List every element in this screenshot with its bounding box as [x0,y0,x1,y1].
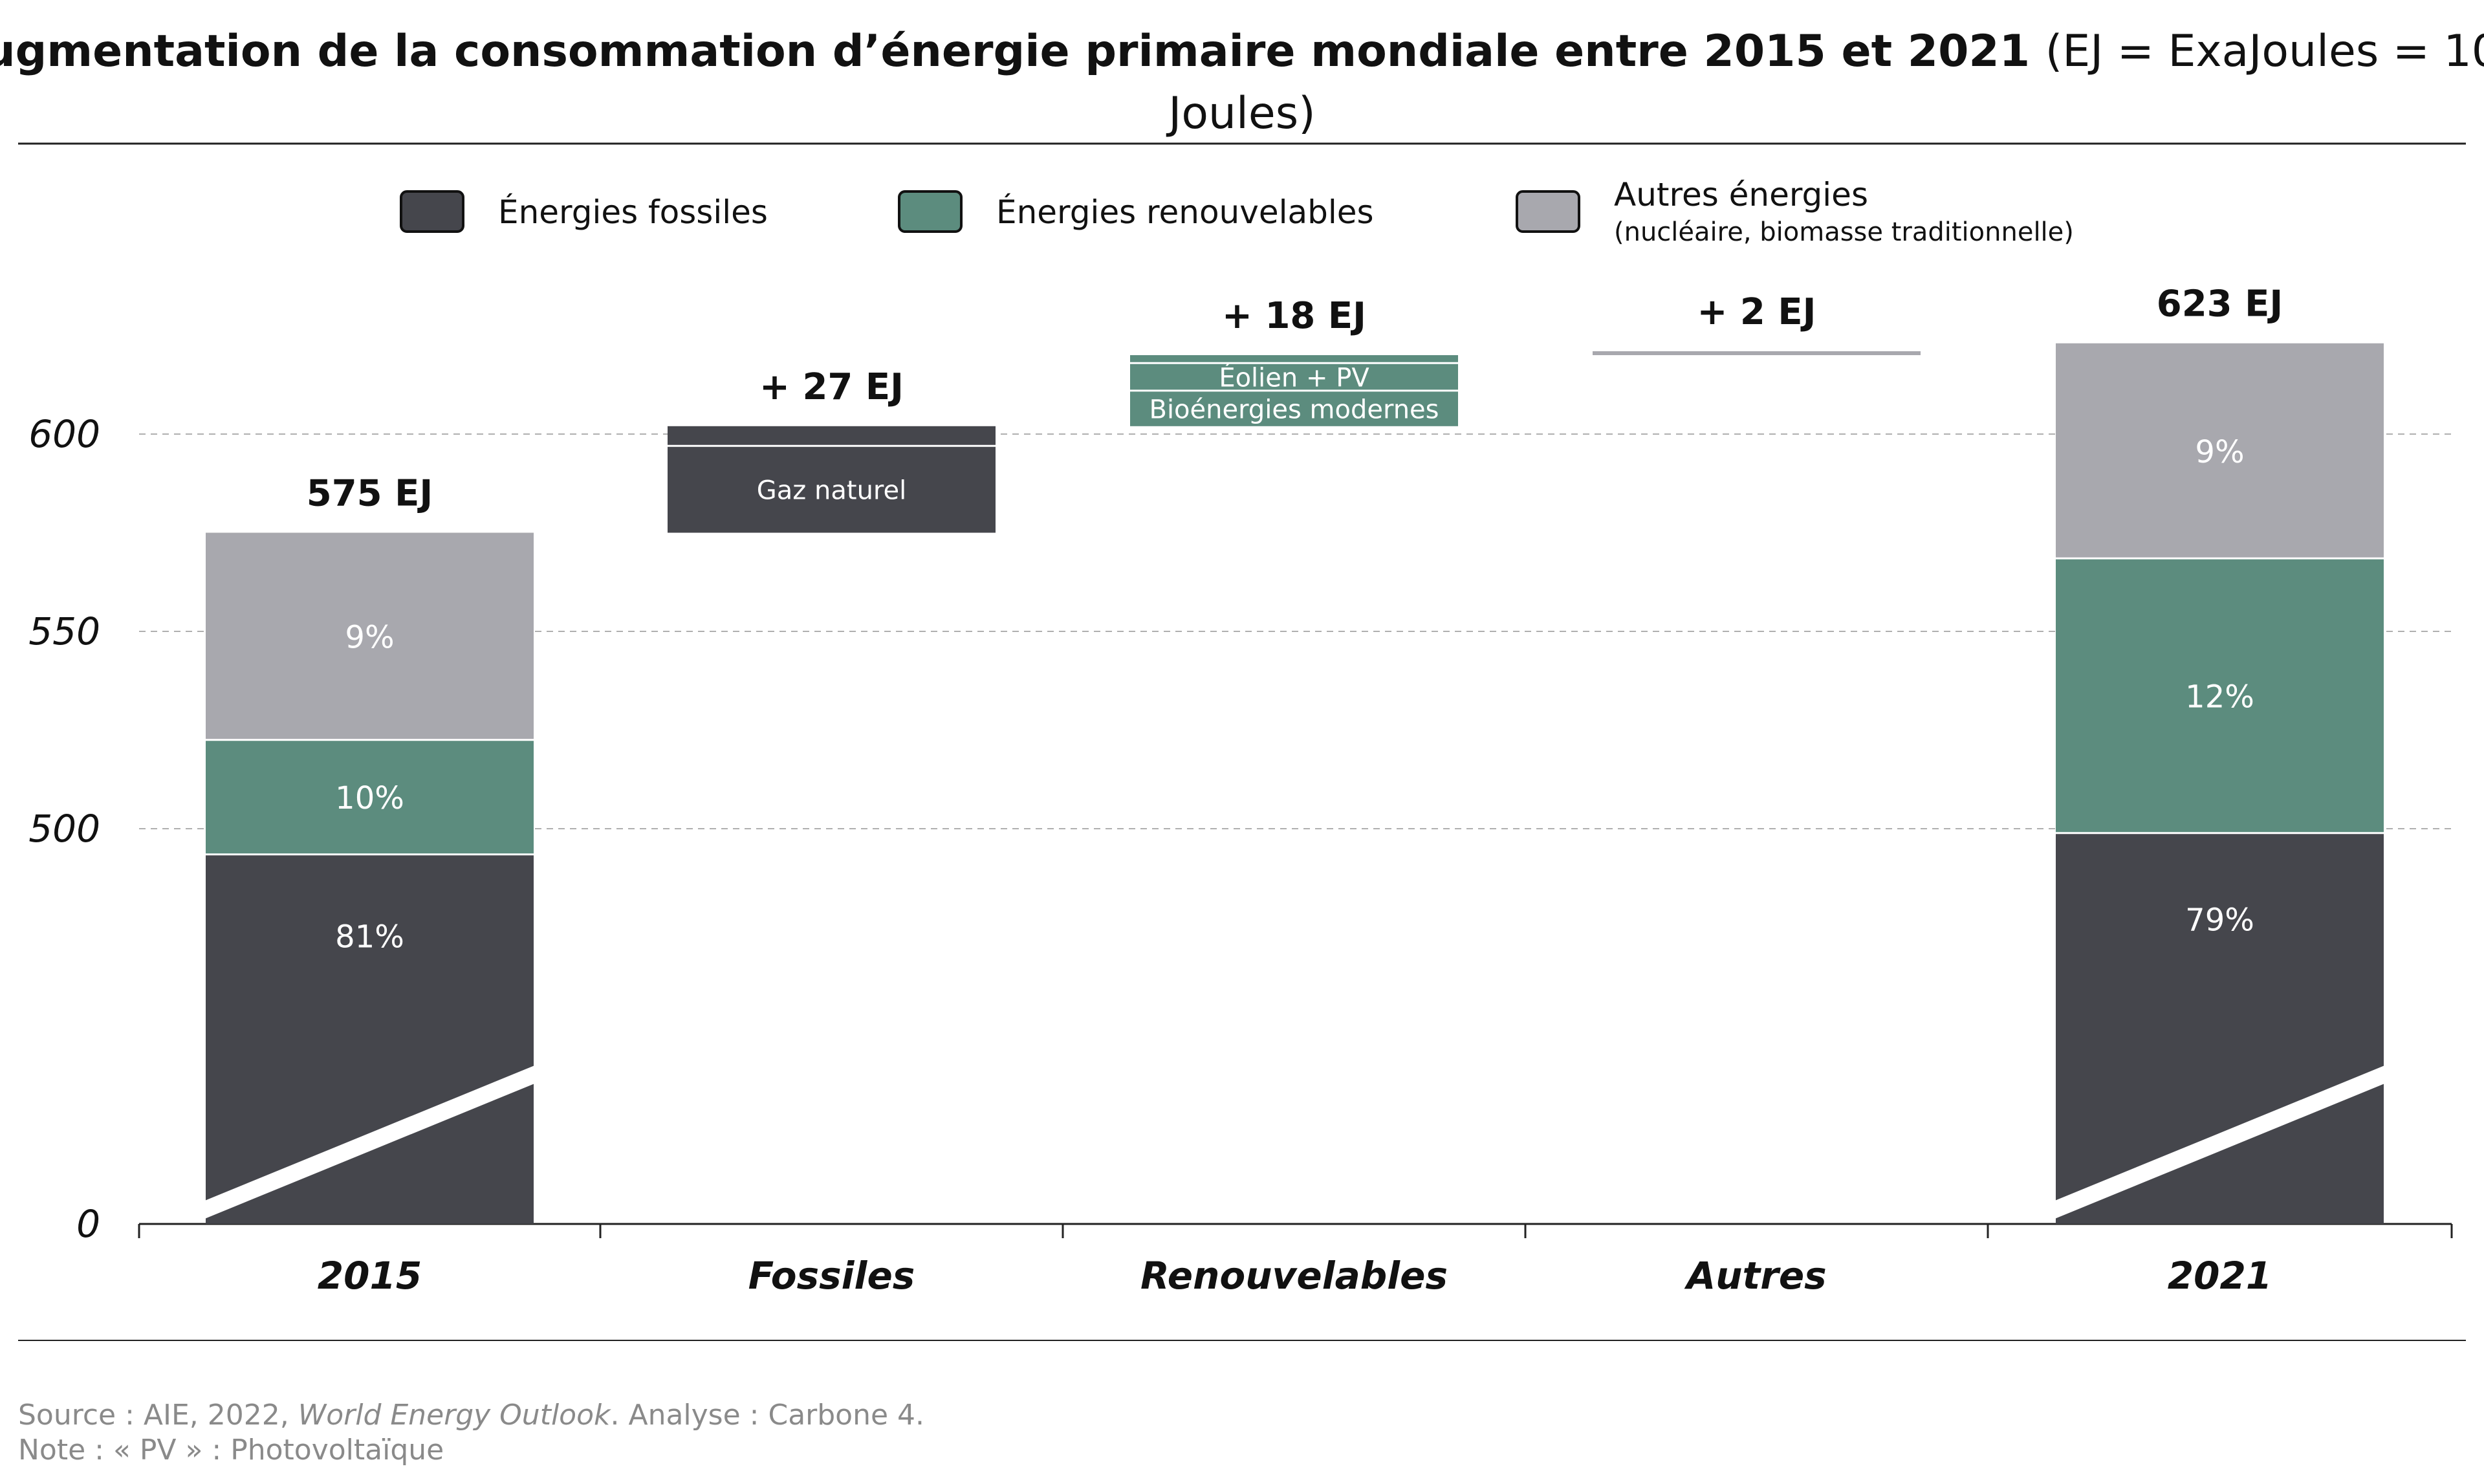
source-prefix: Source : AIE, 2022, [18,1399,298,1432]
increment-segment-fossiles [668,446,996,533]
segment-percent-label: 81% [335,919,404,955]
y-tick-label: 550 [28,609,100,653]
legend-label: Énergies renouvelables [996,193,1374,231]
axis-break-mark [2056,1065,2384,1219]
total-label: 575 EJ [307,473,433,515]
x-tick-label: 2015 [318,1254,422,1298]
increment-label: + 27 EJ [759,366,904,408]
total-bar-2021: 79% 12% 9% 623 EJ [2056,283,2384,1224]
increment-segment-label: Éolien + PV [1219,362,1369,393]
increment-bar-Fossiles: Gaz naturel + 27 EJ [668,366,996,533]
chart-title-unit: (EJ = ExaJoules = 10 [2045,26,2484,77]
footnote: Note : « PV » : Photovoltaïque [18,1434,444,1467]
legend-label: Autres énergies [1614,176,1868,213]
total-label: 623 EJ [2157,283,2283,325]
legend-swatch [1516,190,1580,233]
source-note: Source : AIE, 2022, World Energy Outlook… [18,1399,924,1432]
total-bar-2015: 81% 10% 9% 575 EJ [206,473,534,1224]
segment-percent-label: 10% [335,780,404,816]
increment-segment-label: Bioénergies modernes [1149,395,1439,424]
bar-segment-autres [2056,343,2384,559]
bar-segment-autres [206,532,534,740]
legend-label: Énergies fossiles [498,193,768,231]
x-tick-label: Fossiles [748,1254,915,1298]
bar-segment-renouvelables [2056,558,2384,833]
chart-title-line2: Joules) [1166,88,1315,139]
legend-swatch [400,190,464,233]
bar-segment-renouvelables [206,739,534,855]
chart-title: Augmentation de la consommation d’énergi… [0,23,2484,77]
axis-break-mark [206,1065,534,1219]
segment-percent-label: 79% [2185,902,2254,939]
increment-segment-label: Gaz naturel [757,475,906,505]
x-tick-label: Renouvelables [1140,1254,1448,1298]
increment-segment-autres [1593,351,1921,355]
y-tick-label: 0 [76,1202,100,1246]
bar-segment-fossiles [2056,833,2384,1224]
legend-swatch [898,190,963,233]
x-tick-label: Autres [1684,1254,1826,1298]
increment-segment-renouvelables [1130,390,1458,426]
increment-segment-renouvelables [1130,355,1458,364]
x-tick-label: 2021 [2168,1254,2272,1298]
legend-sublabel: (nucléaire, biomasse traditionnelle) [1614,217,2074,247]
increment-segment-renouvelables [1130,363,1458,391]
chart-title-bold: Augmentation de la consommation d’énergi… [0,26,2045,77]
increment-label: + 18 EJ [1222,295,1366,337]
segment-percent-label: 12% [2185,679,2254,715]
bar-segment-fossiles [206,854,534,1224]
increment-bar-Autres: + 2 EJ [1593,291,1921,355]
y-tick-label: 500 [28,807,100,851]
y-tick-label: 600 [28,412,100,456]
source-suffix: . Analyse : Carbone 4. [611,1399,925,1432]
segment-percent-label: 9% [2195,434,2244,470]
increment-segment-fossiles [668,426,996,446]
increment-label: + 2 EJ [1697,291,1816,333]
source-title: World Energy Outlook [298,1399,611,1432]
segment-percent-label: 9% [345,620,394,656]
